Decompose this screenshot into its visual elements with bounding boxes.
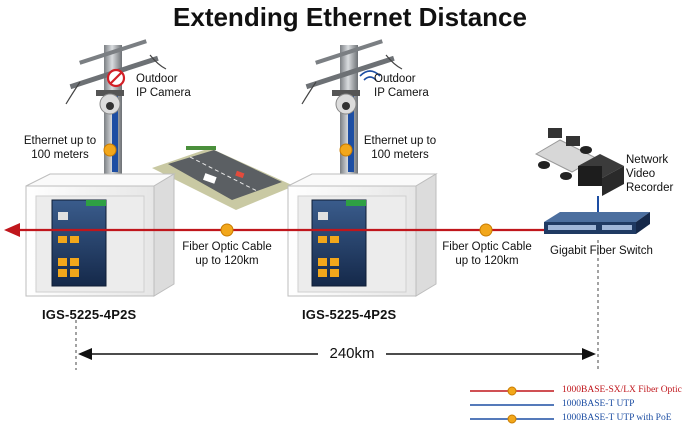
- fiber-link: [4, 223, 560, 237]
- switch-label: Gigabit Fiber Switch: [550, 245, 653, 257]
- igs-switch-2: [311, 199, 367, 287]
- legend-symbols: [470, 386, 554, 424]
- igs-switch-1: [51, 199, 107, 287]
- no-signal-icon: [106, 68, 126, 88]
- utility-pole-1: [65, 39, 167, 190]
- legend-item-fiber: 1000BASE-SX/LX Fiber Optic: [562, 385, 682, 395]
- ip-camera-1-icon: [96, 90, 124, 115]
- distance-label: 240km: [329, 345, 375, 362]
- ip-camera-2-icon: [332, 90, 360, 115]
- highway-illustration: [152, 146, 294, 210]
- wifi-signal-icon: [359, 70, 381, 81]
- nvr-device-icon: [578, 154, 624, 196]
- poe-badge-1: [103, 143, 117, 157]
- nvr-workstation-icon: [534, 128, 598, 180]
- distance-arrow: [78, 348, 596, 360]
- page-title: Extending Ethernet Distance: [173, 2, 527, 32]
- model-label-1: IGS-5225-4P2S: [42, 307, 137, 322]
- model-label-2: IGS-5225-4P2S: [302, 307, 397, 322]
- utility-pole-2: [301, 39, 403, 190]
- gigabit-fiber-switch: [544, 212, 650, 234]
- legend-item-utp-poe: 1000BASE-T UTP with PoE: [562, 413, 672, 423]
- poe-badge-2: [339, 143, 353, 157]
- legend-item-utp: 1000BASE-T UTP: [562, 399, 635, 409]
